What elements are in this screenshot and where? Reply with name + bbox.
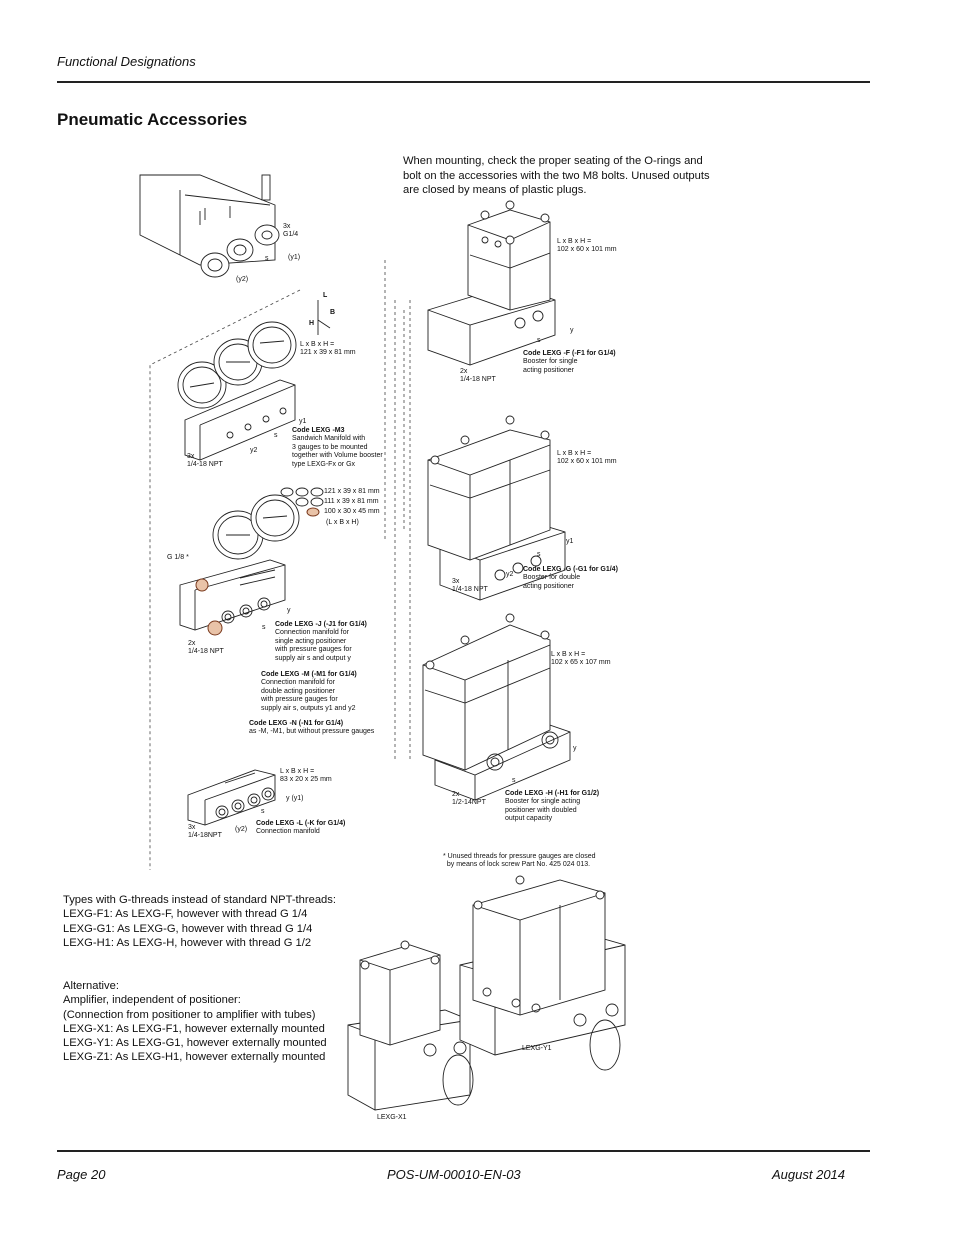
j-s-label: s <box>262 624 266 631</box>
x1-label: LEXG-X1 <box>377 1114 407 1121</box>
lock-screw-footnote: * Unused threads for pressure gauges are… <box>443 853 596 869</box>
axis-indicator <box>317 300 331 335</box>
j-y-label: y <box>287 607 291 614</box>
header-section: Functional Designations <box>57 54 196 69</box>
gauge-size-symbols <box>280 487 324 517</box>
h-desc: Booster for single acting positioner wit… <box>505 798 581 823</box>
f-y-label: y <box>570 327 574 334</box>
gauge-lbh-label: (L x B x H) <box>326 519 359 526</box>
f-s-label: s <box>537 337 541 344</box>
l-ports-label: 3x 1/4-18NPT <box>188 824 222 840</box>
mounting-note: When mounting, check the proper seating … <box>403 155 710 196</box>
g-description: Code LEXG -G (-G1 for G1/4)Booster for d… <box>523 566 618 591</box>
axis-h-label: H <box>309 320 315 327</box>
n-code: Code LEXG -N (-N1 for G1/4) <box>249 720 344 727</box>
housing-y2-label: (y2) <box>236 276 249 283</box>
h-dimensions: L x B x H = 102 x 65 x 107 mm <box>551 651 611 667</box>
alternative-line: (Connection from positioner to amplifier… <box>63 1008 316 1021</box>
l-y-label: y (y1) <box>286 795 304 802</box>
m-desc: Connection manifold for double acting po… <box>261 679 356 712</box>
g-y1-label: y1 <box>566 538 574 545</box>
g-threads-line: LEXG-G1: As LEXG-G, however with thread … <box>63 922 313 935</box>
lexg-h-drawing <box>422 613 571 801</box>
positioner-housing-drawing <box>139 174 280 278</box>
header-rule <box>57 81 870 83</box>
j-g18-label: G 1/8 * <box>167 554 189 561</box>
lexg-y1-drawing <box>459 875 626 1071</box>
l-desc: Connection manifold <box>256 828 320 836</box>
f-desc: Booster for single acting positioner <box>523 358 578 374</box>
g-dimensions: L x B x H = 102 x 60 x 101 mm <box>557 450 617 466</box>
m3-y2-label: y2 <box>250 447 258 454</box>
m3-y1-label: y1 <box>299 418 307 425</box>
alternative-line: LEXG-X1: As LEXG-F1, however externally … <box>63 1022 325 1035</box>
page-number: Page 20 <box>57 1167 106 1182</box>
footer-rule <box>57 1150 870 1152</box>
m-description: Code LEXG -M (-M1 for G1/4)Connection ma… <box>261 671 357 713</box>
alternative-line: Amplifier, independent of positioner: <box>63 994 241 1007</box>
g-ports-label: 3x 1/4-18 NPT <box>452 578 488 594</box>
f-description: Code LEXG -F (-F1 for G1/4)Booster for s… <box>523 350 616 375</box>
l-s-label: s <box>261 808 265 815</box>
g-threads-block: Types with G-threads instead of standard… <box>63 893 336 950</box>
j-code: Code LEXG -J (-J1 for G1/4) <box>275 621 367 628</box>
h-description: Code LEXG -H (-H1 for G1/2)Booster for s… <box>505 790 599 824</box>
f-ports-label: 2x 1/4-18 NPT <box>460 368 496 384</box>
alternative-line: LEXG-Y1: As LEXG-G1, however externally … <box>63 1037 327 1050</box>
m3-manifold-drawing <box>177 321 297 461</box>
m3-code: Code LEXG -M3 <box>292 427 345 434</box>
l-code: Code LEXG -L (-K for G1/4) <box>256 820 346 827</box>
l-description: Code LEXG -L (-K for G1/4)Connection man… <box>256 820 345 837</box>
j-description: Code LEXG -J (-J1 for G1/4)Connection ma… <box>275 621 367 663</box>
f-code: Code LEXG -F (-F1 for G1/4) <box>523 350 616 357</box>
document-number: POS-UM-00010-EN-03 <box>387 1167 521 1182</box>
alternative-block: Alternative: Amplifier, independent of p… <box>63 979 327 1065</box>
n-description: Code LEXG -N (-N1 for G1/4)as -M, -M1, b… <box>249 720 374 737</box>
housing-y1-label: (y1) <box>288 254 301 261</box>
m-code: Code LEXG -M (-M1 for G1/4) <box>261 671 357 678</box>
m3-ports-label: 3x 1/4-18 NPT <box>187 453 223 469</box>
g-y2-label: y2 <box>506 571 514 578</box>
g-desc: Booster for double acting positioner <box>523 574 581 590</box>
g-threads-line: LEXG-F1: As LEXG-F, however with thread … <box>63 908 308 921</box>
document-date: August 2014 <box>772 1167 846 1182</box>
f-dimensions: L x B x H = 102 x 60 x 101 mm <box>557 238 617 254</box>
n-desc: as -M, -M1, but without pressure gauges <box>249 728 375 736</box>
lexg-g-drawing <box>427 415 566 601</box>
alternative-line: LEXG-Z1: As LEXG-H1, however externally … <box>63 1051 326 1064</box>
g-code: Code LEXG -G (-G1 for G1/4) <box>523 566 618 573</box>
l-dimensions: L x B x H = 83 x 20 x 25 mm <box>280 768 332 784</box>
m3-desc: Sandwich Manifold with 3 gauges to be mo… <box>292 435 383 468</box>
j-manifold-drawing <box>179 494 300 636</box>
axis-l-label: L <box>323 292 328 299</box>
gauge-dim-3: 100 x 30 x 45 mm <box>324 508 380 515</box>
g-s-label: s <box>537 551 541 558</box>
lexg-f-drawing <box>427 200 556 366</box>
y1-label: LEXG-Y1 <box>522 1045 552 1052</box>
lexg-x1-drawing <box>347 940 474 1111</box>
j-desc: Connection manifold for single acting po… <box>275 629 352 662</box>
l-y2-label: (y2) <box>235 826 248 833</box>
j-ports-label: 2x 1/4-18 NPT <box>188 640 224 656</box>
axis-b-label: B <box>330 309 336 316</box>
housing-s-label: s <box>265 255 269 262</box>
gauge-dim-1: 121 x 39 x 81 mm <box>324 488 380 495</box>
m3-dimensions: L x B x H = 121 x 39 x 81 mm <box>300 341 356 357</box>
m3-s-label: s <box>274 432 278 439</box>
h-code: Code LEXG -H (-H1 for G1/2) <box>505 790 600 797</box>
h-y-label: y <box>573 745 577 752</box>
gauge-dim-2: 111 x 39 x 81 mm <box>324 498 379 505</box>
h-ports-label: 2x 1/2-14NPT <box>452 791 486 807</box>
g-threads-heading: Types with G-threads instead of standard… <box>63 894 336 906</box>
h-s-label: s <box>512 777 516 784</box>
g-threads-line: LEXG-H1: As LEXG-H, however with thread … <box>63 936 312 949</box>
page-title: Pneumatic Accessories <box>57 110 248 129</box>
l-manifold-drawing <box>187 769 276 826</box>
alternative-heading: Alternative: <box>63 980 119 992</box>
